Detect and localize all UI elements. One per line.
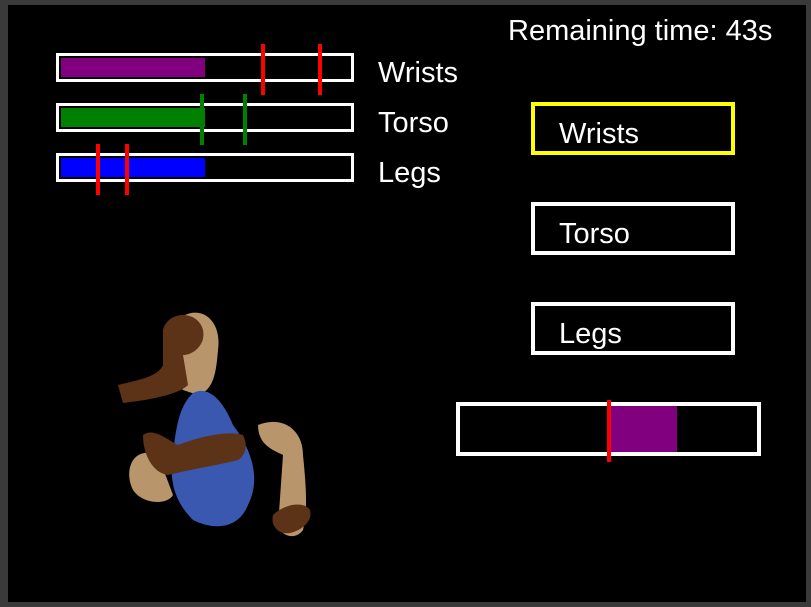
remaining-time-label: Remaining time: 43s (508, 15, 773, 47)
wrists-bar-fill (61, 58, 205, 77)
timing-target-zone (608, 406, 677, 452)
wrists-bar-label: Wrists (378, 57, 459, 89)
torso-progress-bar (56, 94, 354, 145)
torso-target-mark (200, 94, 205, 145)
wrists-target-mark (318, 44, 323, 95)
legs-bar-label: Legs (378, 157, 441, 189)
timing-bar (456, 400, 761, 462)
torso-target-mark (243, 94, 248, 145)
choice-wrists-button[interactable]: Wrists (531, 102, 735, 155)
choice-torso-button[interactable]: Torso (531, 202, 735, 255)
legs-target-mark (125, 144, 130, 195)
character-hair (118, 315, 204, 403)
choice-legs-button[interactable]: Legs (531, 302, 735, 355)
wrists-target-mark (260, 44, 265, 95)
legs-target-mark (96, 144, 101, 195)
timing-cursor (606, 400, 611, 462)
torso-bar-fill (61, 108, 205, 127)
legs-progress-bar (56, 144, 354, 195)
character-foot (272, 504, 311, 534)
game-screen: Remaining time: 43s Wrists Torso Legs Wr… (8, 5, 806, 602)
torso-bar-label: Torso (378, 107, 449, 139)
legs-bar-fill (61, 158, 205, 177)
wrists-progress-bar (56, 44, 354, 95)
character-left-leg (129, 452, 173, 502)
character-arm (143, 432, 246, 475)
player-character (118, 312, 311, 537)
